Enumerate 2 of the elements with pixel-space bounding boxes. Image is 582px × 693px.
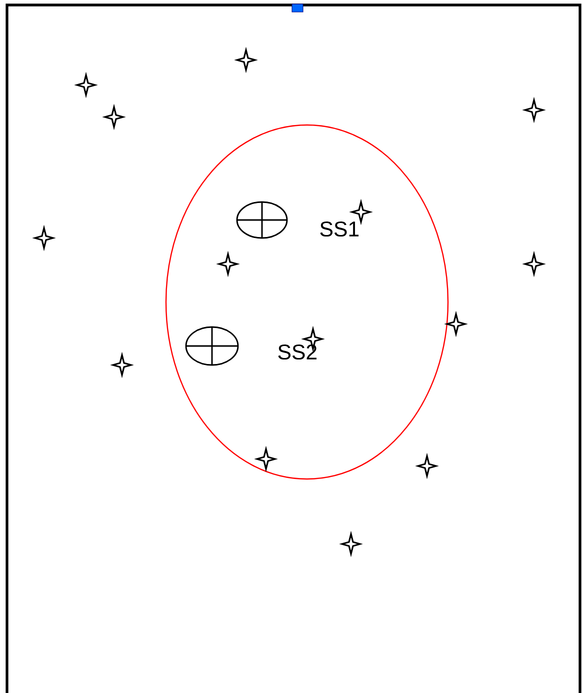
point-label: SS2	[278, 344, 316, 360]
point-label: SS1	[320, 221, 359, 237]
